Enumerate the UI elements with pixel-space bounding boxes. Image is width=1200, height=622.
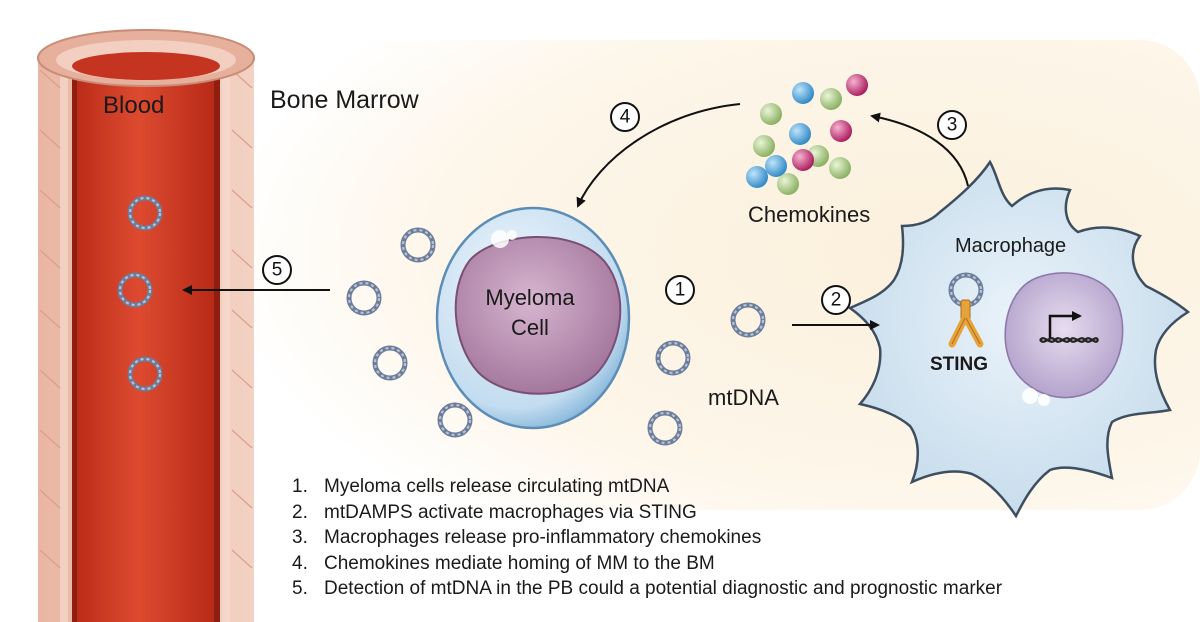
chemokine-icon [830,120,852,142]
chemokine-icon [792,82,814,104]
chemokine-icon [760,103,782,125]
svg-text:2: 2 [831,290,842,311]
chemokine-icon [765,155,787,177]
legend-item: 1.Myeloma cells release circulating mtDN… [292,476,670,497]
chemokine-cluster [746,74,868,195]
chemokine-icon [792,149,814,171]
legend-item: 4.Chemokines mediate homing of MM to the… [292,552,715,574]
chemokine-icon [746,166,768,188]
step-badge-1: 1 [665,275,695,305]
blood-label: Blood [103,92,164,119]
svg-text:4: 4 [620,107,631,128]
sting-label: STING [930,354,988,375]
arrow-icon [576,103,741,208]
mtdna-label: mtDNA [708,385,779,410]
legend-item: 3.Macrophages release pro-inflammatory c… [292,527,762,548]
legend-item: 5.Detection of mtDNA in the PB could a p… [292,578,1003,599]
svg-text:3: 3 [947,115,958,136]
legend-item: 2.mtDAMPS activate macrophages via STING [292,501,697,523]
blood-vessel [37,29,255,622]
svg-text:1: 1 [675,280,686,301]
step-badge-5: 5 [262,255,292,285]
myeloma-cell [435,206,631,430]
myeloma-label-line1: Myeloma [485,285,575,310]
step-badge-4: 4 [610,102,640,132]
legend-list: 1.Myeloma cells release circulating mtDN… [292,474,1172,602]
step-badge-3: 3 [937,110,967,140]
chemokine-icon [753,135,775,157]
myeloma-label-line2: Cell [511,315,549,340]
arrow-icon [870,112,969,187]
gene-transcription-icon [1039,311,1099,343]
chemokine-icon [829,157,851,179]
chemokine-icon [846,74,868,96]
macrophage-label: Macrophage [955,235,1066,257]
macrophage-cell [847,159,1191,519]
svg-text:5: 5 [272,260,283,281]
bone-marrow-label: Bone Marrow [270,86,420,114]
chemokine-icon [820,88,842,110]
step-badge-2: 2 [821,285,851,315]
sting-receptor-icon [948,299,984,348]
chemokines-label: Chemokines [748,202,870,227]
chemokine-icon [777,173,799,195]
chemokine-icon [789,123,811,145]
